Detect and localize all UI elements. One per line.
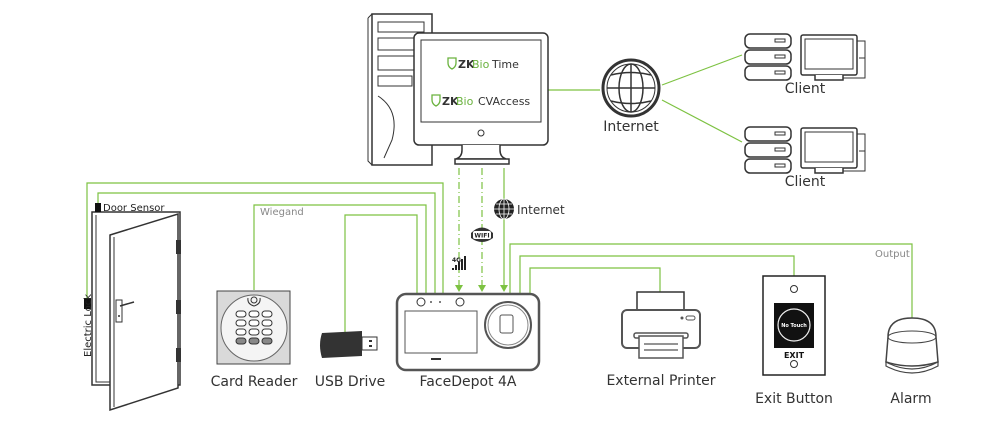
brand-prefix: ZK xyxy=(442,95,459,108)
wire-usb xyxy=(344,214,418,332)
link-internet: Internet xyxy=(494,198,565,220)
no-touch-label: No Touch xyxy=(781,323,807,329)
shield-icon xyxy=(431,94,441,107)
internet-label: Internet xyxy=(603,119,659,135)
arrow-wifi xyxy=(478,285,486,292)
door-sensor-label: Door Sensor xyxy=(103,203,165,214)
brand-suffix: Bio xyxy=(456,95,474,108)
wires xyxy=(86,54,913,332)
wire-internet-client-1 xyxy=(661,54,743,86)
facedepot-label: FaceDepot 4A xyxy=(420,374,517,390)
signal-bars-icon xyxy=(452,256,466,270)
desktop-monitor-icon xyxy=(800,127,866,174)
internet-link-label: Internet xyxy=(517,203,565,217)
shield-icon xyxy=(447,57,457,70)
4g-label: 4G xyxy=(452,257,461,264)
client-label: Client xyxy=(785,174,826,190)
exit-button-label: Exit Button xyxy=(755,391,833,407)
facedepot-terminal: FaceDepot 4A xyxy=(395,292,541,390)
client-1: Client xyxy=(744,33,866,97)
wire-wiegand xyxy=(253,204,427,293)
door-sensor-block xyxy=(95,203,101,212)
wire-exit-button xyxy=(519,255,795,293)
wire-electric-lock xyxy=(86,182,444,300)
external-printer: External Printer xyxy=(606,291,716,389)
fingerprint-sensor-icon xyxy=(499,314,514,334)
usb-drive-label: USB Drive xyxy=(315,374,386,390)
wifi-label: WIFI xyxy=(474,233,489,240)
link-wifi: WIFI xyxy=(471,227,493,242)
server: ZK Bio Time ZK Bio CVAccess xyxy=(367,13,549,166)
usb-drive: USB Drive xyxy=(315,331,386,390)
software-zkbio-time: ZK Bio Time xyxy=(447,57,519,71)
alarm: Alarm xyxy=(885,317,939,407)
client-label: Client xyxy=(785,81,826,97)
wire-internet-client-2 xyxy=(661,99,743,143)
product-name: Time xyxy=(491,58,519,71)
electric-lock-block xyxy=(84,298,91,309)
server-stack-icon xyxy=(744,126,792,174)
arrow-internet xyxy=(500,285,508,292)
software-zkbio-cvaccess: ZK Bio CVAccess xyxy=(431,94,530,108)
output-label: Output xyxy=(875,249,910,260)
electric-lock-label: Electric Lock xyxy=(83,294,94,357)
printer-label: External Printer xyxy=(606,373,715,389)
internet-hub: Internet xyxy=(601,58,661,135)
desktop-monitor-icon xyxy=(800,34,866,81)
globe-icon xyxy=(601,58,661,118)
client-2: Client xyxy=(744,126,866,190)
wiegand-label: Wiegand xyxy=(260,207,304,218)
rfid-icon xyxy=(247,296,261,307)
door-handle-icon xyxy=(115,299,135,323)
link-4g: 4G xyxy=(452,256,466,270)
wire-alarm-output xyxy=(509,243,913,318)
terminal-screen xyxy=(404,310,478,354)
alarm-label: Alarm xyxy=(890,391,931,407)
door: Door Sensor Electric Lock xyxy=(83,203,181,412)
product-name: CVAccess xyxy=(478,95,530,108)
exit-caption: EXIT xyxy=(784,351,805,360)
keypad-icon xyxy=(235,310,273,345)
wire-printer xyxy=(529,267,661,293)
card-reader-label: Card Reader xyxy=(211,374,298,390)
brand-prefix: ZK xyxy=(458,58,475,71)
alarm-siren-icon xyxy=(885,317,939,374)
globe-icon xyxy=(494,198,514,220)
wire-door-sensor xyxy=(97,192,436,293)
exit-button: No Touch EXIT Exit Button xyxy=(755,275,833,407)
arrow-4g xyxy=(455,285,463,292)
brand-suffix: Bio xyxy=(472,58,490,71)
server-stack-icon xyxy=(744,33,792,81)
card-reader: Card Reader xyxy=(211,290,298,390)
